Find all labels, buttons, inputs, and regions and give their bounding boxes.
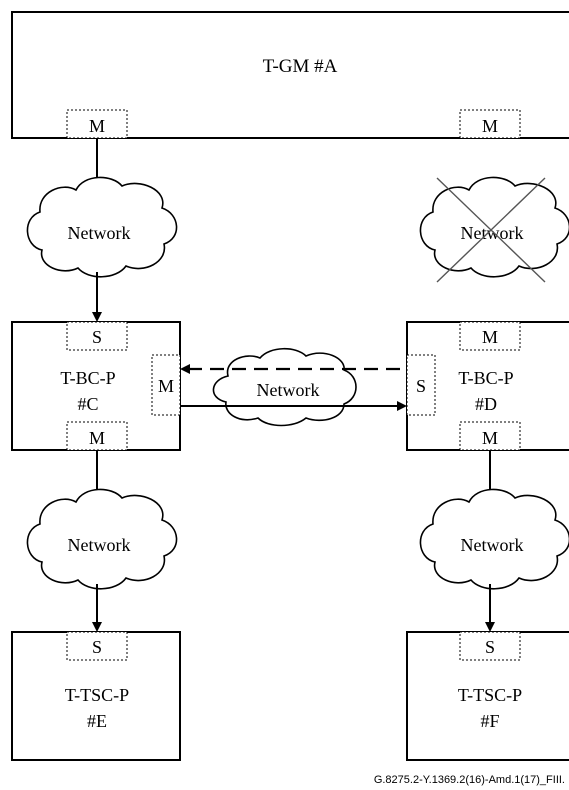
network-cloud-middle: Network	[212, 347, 357, 427]
svg-text:S: S	[92, 637, 102, 657]
svg-text:Network: Network	[461, 223, 524, 243]
network-cloud-left-lower: Network	[26, 488, 178, 590]
bc-d-master-port-top: M	[459, 321, 521, 351]
tsc-f-slave-port: S	[459, 631, 521, 661]
bc-c-label-2: #C	[77, 394, 98, 414]
bc-c-label-1: T-BC-P	[60, 368, 115, 388]
tsc-f-label-1: T-TSC-P	[458, 685, 522, 705]
bc-c-master-port-side: M	[151, 354, 181, 416]
bc-d-master-port-bottom: M	[459, 421, 521, 451]
svg-text:M: M	[482, 327, 498, 347]
link-failure-cross-icon	[436, 177, 546, 283]
bc-d-label-1: T-BC-P	[458, 368, 513, 388]
t-tsc-p-f-node: T-TSC-P #F S	[406, 631, 569, 761]
t-tsc-p-e-node: T-TSC-P #E S	[11, 631, 181, 761]
t-gm-node: T-GM #A M M	[11, 11, 569, 139]
svg-text:Network: Network	[461, 535, 524, 555]
tsc-e-label-1: T-TSC-P	[65, 685, 129, 705]
svg-text:Network: Network	[257, 380, 320, 400]
svg-text:S: S	[416, 376, 426, 396]
t-gm-label: T-GM #A	[263, 56, 338, 77]
svg-text:Network: Network	[68, 223, 131, 243]
bc-c-master-port-bottom: M	[66, 421, 128, 451]
svg-text:S: S	[92, 327, 102, 347]
svg-text:Network: Network	[68, 535, 131, 555]
bc-d-label-2: #D	[475, 394, 497, 414]
svg-text:S: S	[485, 637, 495, 657]
svg-text:M: M	[482, 428, 498, 448]
tsc-e-slave-port: S	[66, 631, 128, 661]
t-gm-master-port-right: M	[459, 109, 521, 139]
t-gm-master-port-left: M	[66, 109, 128, 139]
figure-caption: G.8275.2-Y.1369.2(16)-Amd.1(17)_FIII.	[374, 774, 565, 786]
network-cloud-left-upper: Network	[26, 176, 178, 278]
t-bc-p-d-node: T-BC-P #D M S M	[406, 321, 569, 451]
tsc-e-label-2: #E	[87, 711, 107, 731]
network-cloud-right-lower: Network	[419, 488, 569, 590]
svg-text:M: M	[482, 116, 498, 136]
bc-c-slave-port: S	[66, 321, 128, 351]
t-bc-p-c-node: T-BC-P #C S M M	[11, 321, 181, 451]
svg-text:M: M	[89, 116, 105, 136]
svg-text:M: M	[158, 376, 174, 396]
svg-text:M: M	[89, 428, 105, 448]
tsc-f-label-2: #F	[480, 711, 499, 731]
bc-d-slave-port-side: S	[406, 354, 436, 416]
